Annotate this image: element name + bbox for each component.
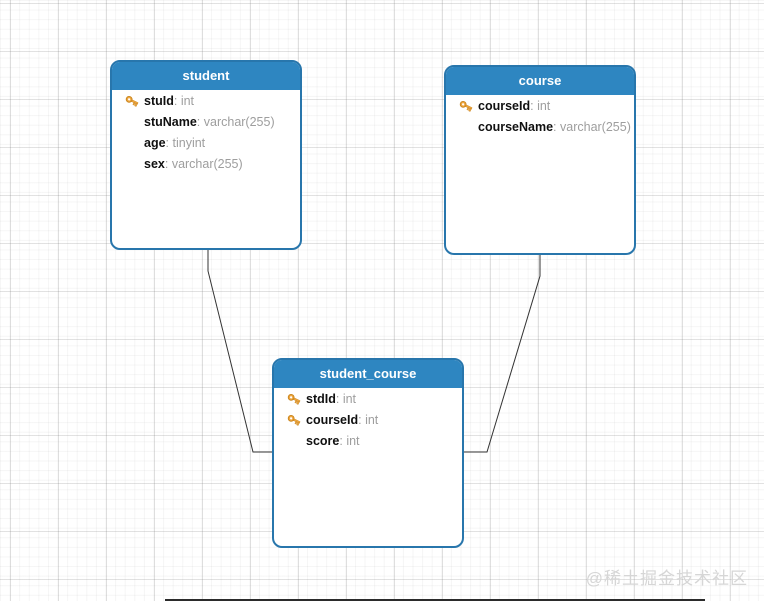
- relation-edge-student-to-student_course[interactable]: [207, 250, 272, 453]
- field-row[interactable]: stuNamevarchar(255): [112, 111, 300, 132]
- field-row[interactable]: stuIdint: [112, 90, 300, 111]
- field-name: stuId: [144, 93, 174, 108]
- field-type: tinyint: [166, 136, 206, 150]
- field-type: varchar(255): [197, 115, 275, 129]
- field-row[interactable]: courseNamevarchar(255): [446, 116, 634, 137]
- field-type: varchar(255): [553, 120, 631, 134]
- field-row[interactable]: agetinyint: [112, 132, 300, 153]
- table-title[interactable]: student: [112, 62, 300, 90]
- primary-key-icon: [284, 412, 302, 427]
- field-type: int: [358, 413, 378, 427]
- table-title[interactable]: course: [446, 67, 634, 95]
- field-type: int: [530, 99, 550, 113]
- field-name: courseId: [478, 98, 531, 113]
- field-row[interactable]: stdIdint: [274, 388, 462, 409]
- bottom-edge-line: [165, 599, 705, 601]
- field-name: stuName: [144, 114, 197, 129]
- field-type: int: [336, 392, 356, 406]
- field-row[interactable]: sexvarchar(255): [112, 153, 300, 174]
- table-title[interactable]: student_course: [274, 360, 462, 388]
- field-name: courseName: [478, 119, 554, 134]
- er-table-student[interactable]: student stuIdint: [110, 60, 302, 250]
- primary-key-icon: [284, 391, 302, 406]
- field-name: age: [144, 135, 166, 150]
- field-name: sex: [144, 156, 165, 171]
- table-body: courseIdint courseNamevarchar(255): [446, 95, 634, 137]
- watermark: @稀土掘金技术社区: [585, 569, 748, 588]
- relation-edge-course-to-student_course[interactable]: [464, 255, 541, 453]
- field-type: int: [339, 434, 359, 448]
- table-body: stuIdint stuNamevarchar(255) agetinyint …: [112, 90, 300, 174]
- field-row[interactable]: courseIdint: [446, 95, 634, 116]
- primary-key-icon: [456, 98, 474, 113]
- primary-key-icon: [122, 93, 140, 108]
- field-type: varchar(255): [165, 157, 243, 171]
- field-type: int: [174, 94, 194, 108]
- er-table-student-course[interactable]: student_course stdIdint: [272, 358, 464, 548]
- table-body: stdIdint courseIdint: [274, 388, 462, 451]
- field-row[interactable]: courseIdint: [274, 409, 462, 430]
- field-name: courseId: [306, 412, 359, 427]
- field-name: stdId: [306, 391, 336, 406]
- field-name: score: [306, 433, 340, 448]
- er-table-course[interactable]: course courseIdint: [444, 65, 636, 255]
- field-row[interactable]: scoreint: [274, 430, 462, 451]
